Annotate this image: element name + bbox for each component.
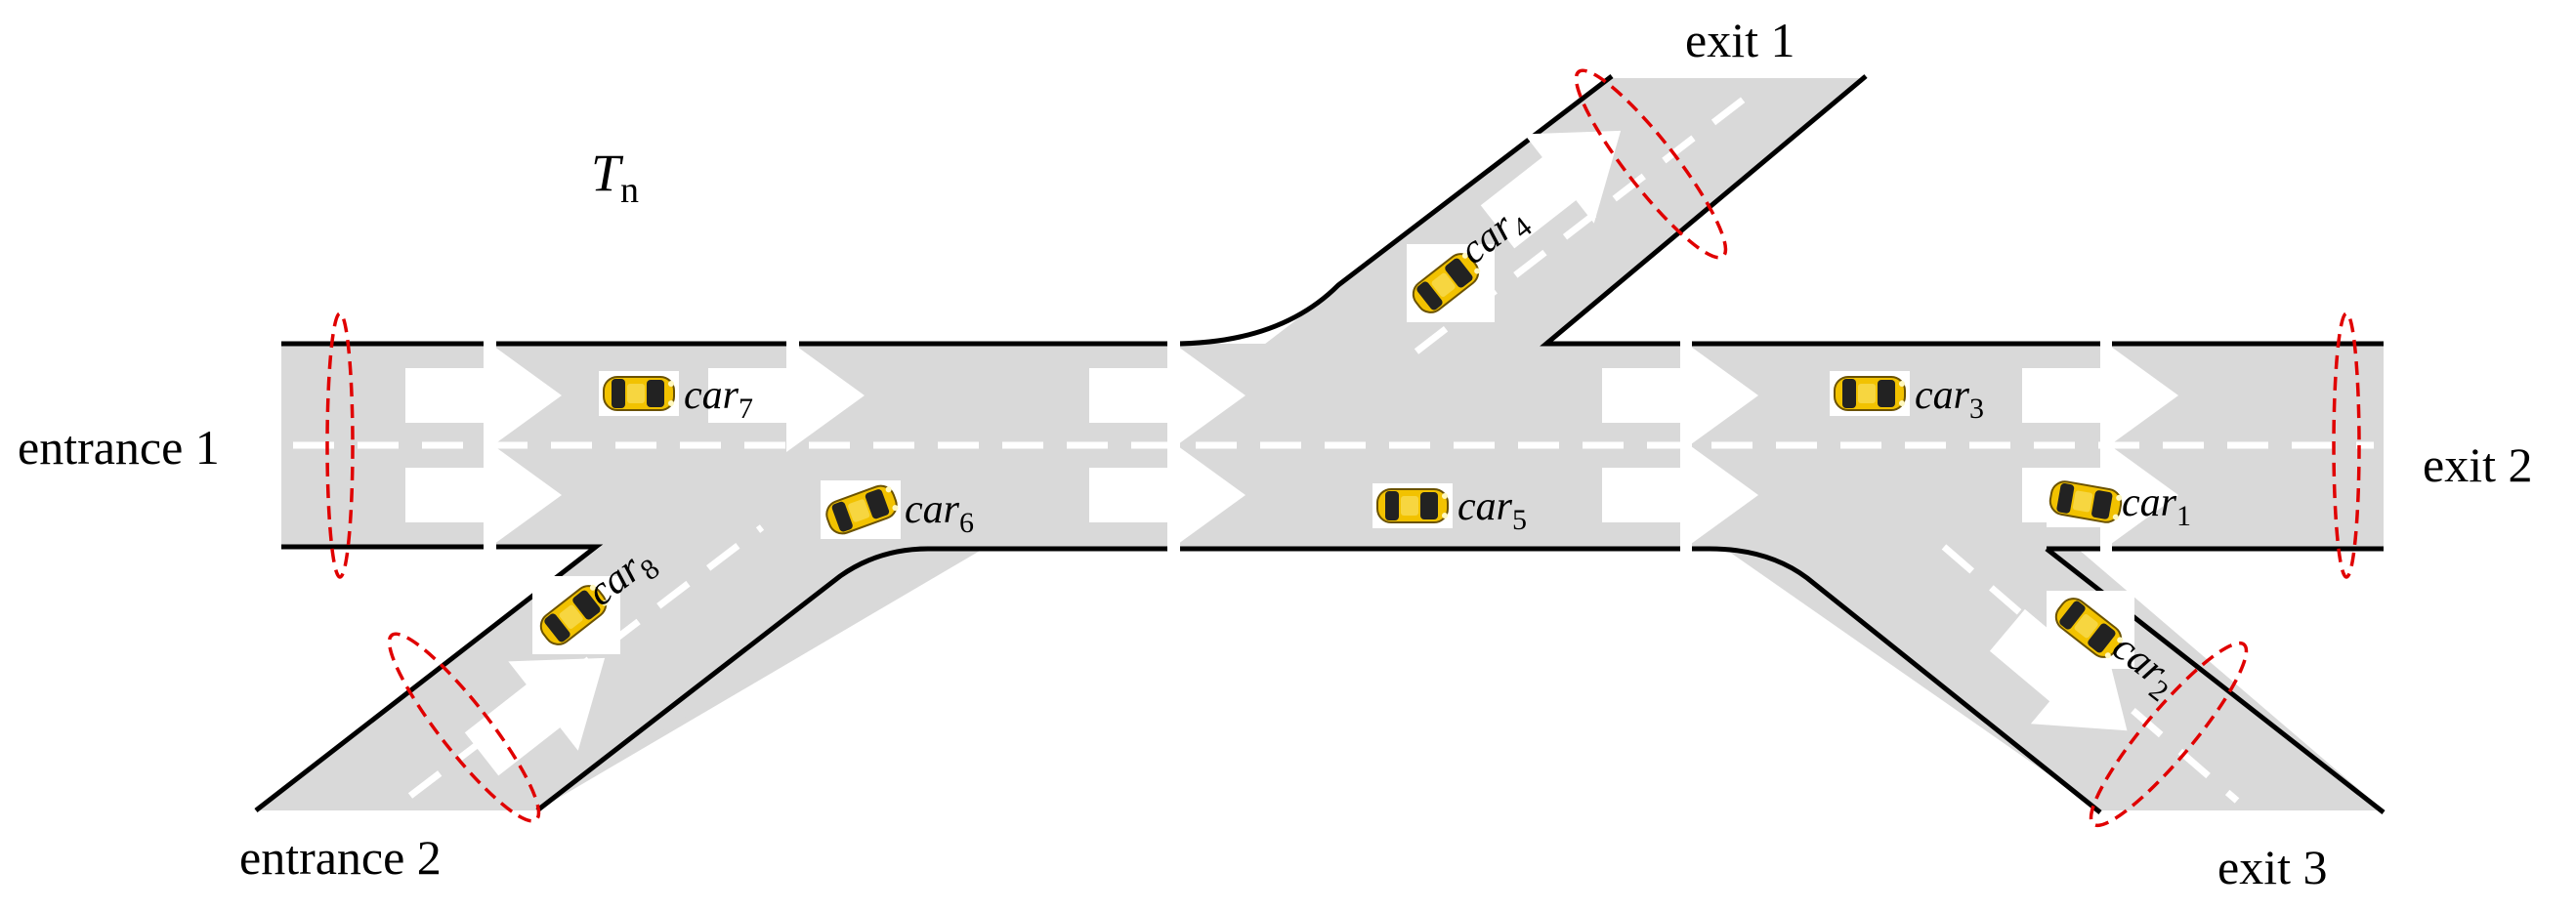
labels: Tn entrance 1 entrance 2 exit 1 exit 2 e… bbox=[18, 13, 2532, 894]
label-exit-3: exit 3 bbox=[2217, 840, 2327, 894]
car-4: car4 bbox=[1407, 204, 1538, 322]
detector-exit-1 bbox=[1574, 68, 1728, 260]
car-3: car3 bbox=[1830, 371, 1984, 425]
car-1: car1 bbox=[2047, 478, 2191, 532]
exit-1-ramp bbox=[1260, 78, 1866, 348]
detector-exit-3 bbox=[2089, 641, 2249, 828]
car-7: car7 bbox=[599, 371, 753, 425]
label-entrance-1: entrance 1 bbox=[18, 420, 220, 475]
svg-text:car6: car6 bbox=[905, 487, 974, 539]
label-exit-2: exit 2 bbox=[2423, 437, 2532, 492]
label-exit-1: exit 1 bbox=[1685, 13, 1795, 67]
car-5: car5 bbox=[1372, 483, 1527, 536]
svg-text:car5: car5 bbox=[1457, 484, 1527, 536]
label-entrance-2: entrance 2 bbox=[239, 830, 442, 885]
detector-exit-2 bbox=[2332, 311, 2361, 579]
detectors bbox=[325, 68, 2361, 828]
svg-text:car1: car1 bbox=[2122, 480, 2191, 532]
car-6: car6 bbox=[821, 480, 974, 539]
svg-text:car3: car3 bbox=[1915, 373, 1984, 425]
svg-text:car7: car7 bbox=[684, 373, 753, 425]
title: Tn bbox=[591, 144, 639, 211]
detector-entrance-2 bbox=[387, 632, 541, 823]
detector-entrance-1 bbox=[325, 311, 355, 579]
